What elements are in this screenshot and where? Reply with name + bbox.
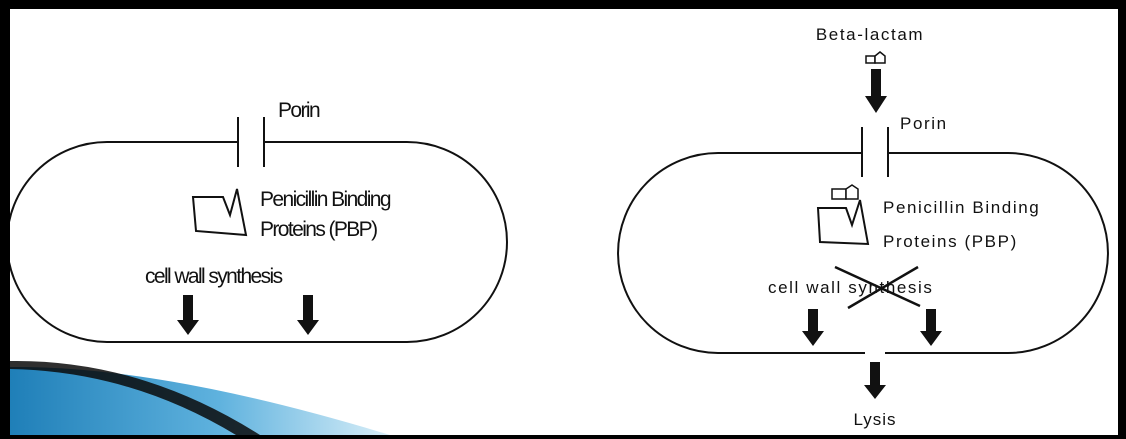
left-pbp-label-line1: Penicillin Binding bbox=[260, 188, 391, 211]
right-pbp-label-line1: Penicillin Binding bbox=[883, 198, 1040, 217]
left-pbp-shape bbox=[191, 188, 248, 237]
beta-lactam-molecule-icon bbox=[865, 51, 886, 64]
beta-lactam-entry-arrow bbox=[865, 69, 887, 113]
right-porin-channel bbox=[861, 127, 889, 177]
left-porin-channel bbox=[237, 117, 265, 167]
right-porin-label: Porin bbox=[900, 114, 948, 133]
right-down-arrow-2 bbox=[920, 309, 942, 346]
left-down-arrow-2 bbox=[297, 295, 319, 335]
lysis-label: Lysis bbox=[853, 410, 896, 429]
decorative-swoosh bbox=[10, 360, 390, 435]
synthesis-blocked-cross bbox=[834, 265, 921, 310]
left-synthesis-label: cell wall synthesis bbox=[145, 265, 283, 288]
lysis-arrow bbox=[864, 362, 886, 399]
slide-canvas: Porin Penicillin Binding Proteins (PBP) … bbox=[10, 9, 1118, 435]
left-cell: Porin Penicillin Binding Proteins (PBP) … bbox=[10, 99, 508, 343]
mechanism-diagram: Porin Penicillin Binding Proteins (PBP) … bbox=[10, 25, 1109, 435]
right-pbp-label-line2: Proteins (PBP) bbox=[883, 232, 1018, 251]
right-pbp-bound-shape bbox=[816, 184, 870, 246]
left-porin-label: Porin bbox=[278, 99, 320, 122]
right-down-arrow-1 bbox=[802, 309, 824, 346]
left-pbp-label-line2: Proteins (PBP) bbox=[260, 218, 377, 241]
left-cell-membrane bbox=[10, 141, 508, 343]
right-cell-membrane bbox=[617, 152, 1109, 354]
right-synthesis-label: cell wall synthesis bbox=[768, 278, 934, 297]
right-cell: Beta-lactam Porin Penicillin Binding Pro… bbox=[617, 25, 1109, 429]
beta-lactam-label: Beta-lactam bbox=[816, 25, 924, 44]
left-down-arrow-1 bbox=[177, 295, 199, 335]
